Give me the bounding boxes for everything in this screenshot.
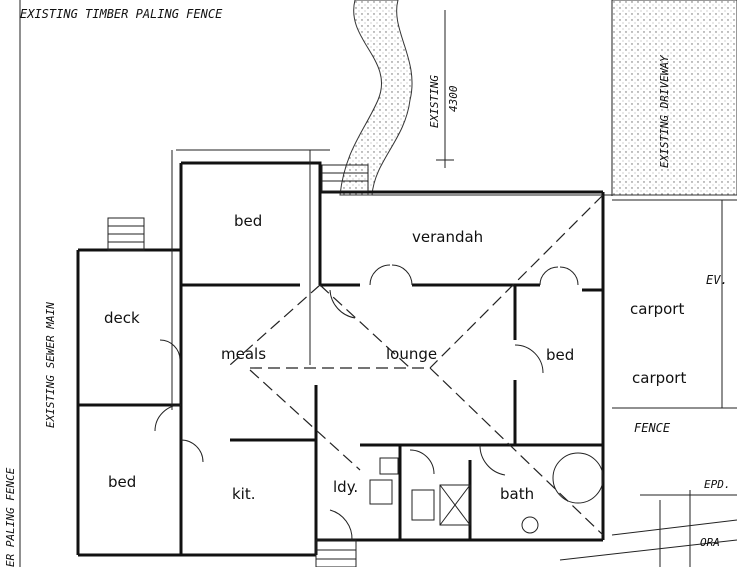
note-left-fence: ER PALING FENCE — [4, 467, 17, 567]
verandah-steps — [321, 164, 369, 192]
shower — [439, 484, 471, 526]
right-details — [559, 490, 737, 567]
room-label-bed-right: bed — [546, 346, 574, 364]
deck-steps — [107, 217, 145, 251]
door-swings — [154, 264, 579, 541]
note-epd: EPD. — [704, 478, 731, 491]
interior-walls — [179, 283, 603, 540]
note-top-fence: EXISTING TIMBER PALING FENCE — [20, 7, 223, 21]
linen-cupboard — [411, 489, 435, 521]
room-label-bed-bottom: bed — [108, 473, 136, 491]
laundry-tub — [369, 479, 393, 505]
note-ora: ORA — [700, 536, 720, 549]
bottom-steps — [315, 539, 357, 567]
note-ev: EV. — [706, 273, 728, 287]
room-label-bath: bath — [500, 485, 534, 503]
fixtures — [369, 452, 604, 534]
room-label-carport-2: carport — [632, 369, 686, 387]
existing-path — [339, 0, 413, 196]
note-existing: EXISTING — [428, 75, 441, 128]
room-label-meals: meals — [221, 345, 266, 363]
room-label-bed-top: bed — [234, 212, 262, 230]
note-existing-driveway: EXISTING DRIVEWAY — [658, 54, 671, 168]
room-label-lounge: lounge — [386, 345, 437, 363]
room-label-deck: deck — [104, 309, 140, 327]
note-fence: FENCE — [634, 421, 671, 435]
laundry-cabinet — [379, 457, 399, 475]
bath-tub-round — [552, 452, 604, 504]
note-dimension: 4300 — [447, 85, 460, 112]
room-label-ldy: ldy. — [333, 478, 358, 496]
room-label-verandah: verandah — [412, 228, 483, 246]
note-sewer-main: EXISTING SEWER MAIN — [44, 302, 57, 428]
room-label-kit: kit. — [232, 485, 256, 503]
existing-driveway — [611, 0, 737, 196]
roof-lines — [229, 194, 604, 536]
room-label-carport-1: carport — [630, 300, 684, 318]
basin — [521, 516, 539, 534]
